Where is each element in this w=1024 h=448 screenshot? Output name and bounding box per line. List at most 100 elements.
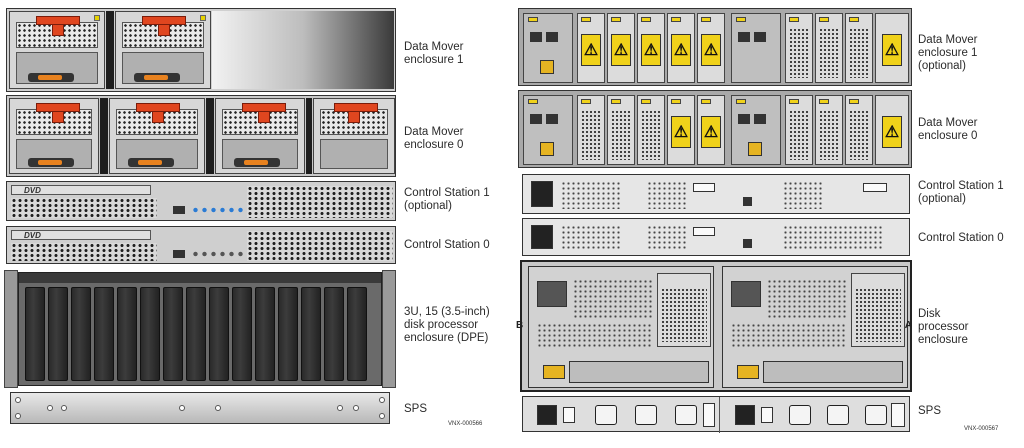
front-dm0-module-4 bbox=[313, 98, 395, 174]
mount-hole bbox=[353, 405, 359, 411]
io-module-6 bbox=[785, 95, 813, 165]
rear-data-mover-enclosure-0: ⚠ ⚠ ⚠ bbox=[518, 90, 912, 168]
ethernet-port bbox=[754, 32, 766, 42]
yellow-label bbox=[736, 99, 746, 104]
yellow-label bbox=[611, 99, 621, 104]
yellow-label bbox=[671, 99, 681, 104]
storage-processor-a bbox=[722, 266, 908, 388]
release-handle-stem bbox=[258, 111, 270, 123]
module-lower-panel bbox=[320, 139, 388, 169]
ethernet-port bbox=[738, 32, 750, 42]
ethernet-port bbox=[530, 32, 542, 42]
management-module bbox=[523, 13, 573, 83]
io-module-9: ⚠ bbox=[875, 13, 909, 83]
yellow-label bbox=[789, 17, 799, 22]
io-module-6 bbox=[785, 13, 813, 83]
warning-icon: ⚠ bbox=[641, 34, 661, 66]
power-inlet bbox=[531, 225, 553, 249]
filler-panel-gradient bbox=[212, 11, 394, 89]
vent-pattern bbox=[647, 225, 687, 251]
mount-hole bbox=[15, 413, 21, 419]
sps-divider bbox=[719, 397, 720, 433]
rear-sps bbox=[522, 396, 910, 433]
dpe-top-bezel bbox=[19, 273, 381, 283]
rear-handle bbox=[737, 365, 759, 379]
disk-drive-4 bbox=[117, 287, 137, 381]
warning-icon: ⚠ bbox=[882, 34, 902, 66]
io-module-8 bbox=[845, 95, 873, 165]
front-dm0-module-3 bbox=[215, 98, 305, 174]
rear-label-dm1: Data Mover enclosure 1 (optional) bbox=[918, 34, 978, 72]
disk-drive-1 bbox=[48, 287, 68, 381]
disk-drive-14 bbox=[347, 287, 367, 381]
disk-drive-12 bbox=[301, 287, 321, 381]
io-module-9: ⚠ bbox=[875, 95, 909, 165]
yellow-label bbox=[849, 99, 859, 104]
yellow-label bbox=[528, 99, 538, 104]
disk-drive-9 bbox=[232, 287, 252, 381]
video-port bbox=[693, 227, 715, 236]
status-led bbox=[94, 15, 100, 21]
module-divider bbox=[100, 98, 108, 174]
io-module-3: ⚠ bbox=[637, 13, 665, 83]
vent-pattern bbox=[561, 181, 621, 209]
power-inlet bbox=[531, 181, 553, 207]
warning-icon: ⚠ bbox=[701, 34, 721, 66]
port-grid bbox=[789, 28, 809, 78]
warning-icon: ⚠ bbox=[671, 116, 691, 148]
power-outlet bbox=[789, 405, 811, 425]
io-module-8 bbox=[845, 13, 873, 83]
rear-control-station-0 bbox=[522, 218, 910, 256]
figure-tag-rear: VNX-000567 bbox=[964, 426, 999, 432]
rear-label-cs0: Control Station 0 bbox=[918, 232, 1004, 244]
bottom-ports-strip bbox=[763, 361, 903, 383]
port-grid bbox=[641, 110, 661, 160]
power-switch bbox=[563, 407, 575, 423]
disk-drive-3 bbox=[94, 287, 114, 381]
yellow-label bbox=[849, 17, 859, 22]
yellow-label bbox=[581, 99, 591, 104]
rear-control-station-1 bbox=[522, 174, 910, 214]
mount-hole bbox=[379, 413, 385, 419]
io-module-3 bbox=[637, 95, 665, 165]
latch-orange bbox=[38, 160, 62, 165]
rear-label-dpe: Disk processor enclosure bbox=[918, 308, 969, 346]
mount-hole bbox=[61, 405, 67, 411]
sp-b-label: B bbox=[516, 320, 524, 331]
indicator-leds bbox=[191, 207, 245, 213]
video-port bbox=[693, 183, 715, 192]
ethernet-port bbox=[530, 114, 542, 124]
mount-hole bbox=[47, 405, 53, 411]
dvd-drive: DVD bbox=[11, 185, 151, 195]
disk-drive-6 bbox=[163, 287, 183, 381]
yellow-label bbox=[819, 99, 829, 104]
latch-orange bbox=[38, 75, 62, 80]
release-handle-stem bbox=[158, 24, 170, 36]
front-vent-left bbox=[11, 243, 157, 261]
port-grid bbox=[849, 28, 869, 78]
front-label-dpe: 3U, 15 (3.5-inch) disk processor enclosu… bbox=[404, 306, 490, 344]
vent-pattern bbox=[783, 225, 883, 251]
warning-icon: ⚠ bbox=[611, 34, 631, 66]
power-switch bbox=[761, 407, 773, 423]
sp-io-module bbox=[657, 273, 711, 347]
yellow-label bbox=[701, 17, 711, 22]
warning-icon: ⚠ bbox=[701, 116, 721, 148]
front-sps bbox=[10, 392, 390, 424]
io-module-2 bbox=[607, 95, 635, 165]
mount-hole bbox=[337, 405, 343, 411]
ethernet-port bbox=[743, 239, 752, 248]
io-module-1: ⚠ bbox=[577, 13, 605, 83]
vent-pattern bbox=[561, 225, 621, 251]
release-handle-stem bbox=[52, 24, 64, 36]
rear-label-cs1: Control Station 1 (optional) bbox=[918, 180, 1004, 205]
vent-pattern bbox=[647, 181, 687, 209]
mount-hole bbox=[215, 405, 221, 411]
port-grid bbox=[855, 288, 901, 342]
io-module-4: ⚠ bbox=[667, 13, 695, 83]
status-panel bbox=[703, 403, 715, 427]
port-grid bbox=[819, 28, 839, 78]
front-disk-processor-enclosure bbox=[18, 272, 382, 386]
power-outlet bbox=[827, 405, 849, 425]
serial-port bbox=[863, 183, 887, 192]
